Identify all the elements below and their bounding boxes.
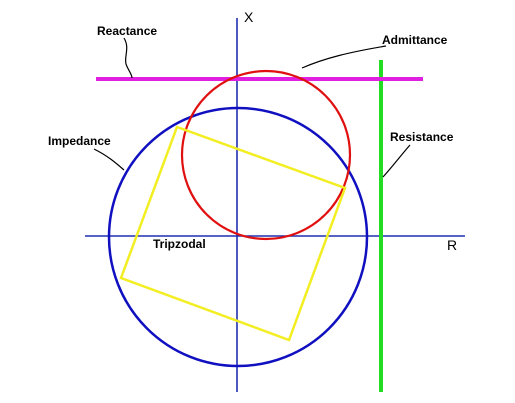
resistance-label: Resistance [390, 130, 454, 144]
admittance-circle [180, 69, 352, 241]
impedance-label: Impedance [48, 134, 111, 148]
y-axis-label: X [244, 9, 254, 25]
impedance-circle [107, 106, 369, 368]
reactance-label: Reactance [97, 24, 157, 38]
admittance-label: Admittance [382, 33, 448, 47]
reactance-leader [123, 37, 133, 79]
x-axis-label: R [447, 237, 457, 253]
admittance-leader [301, 45, 387, 69]
tripzodal-rectangle [119, 125, 347, 342]
resistance-leader [382, 144, 411, 178]
impedance-leader [93, 148, 125, 171]
tripzodal-label: Tripzodal [153, 237, 206, 251]
